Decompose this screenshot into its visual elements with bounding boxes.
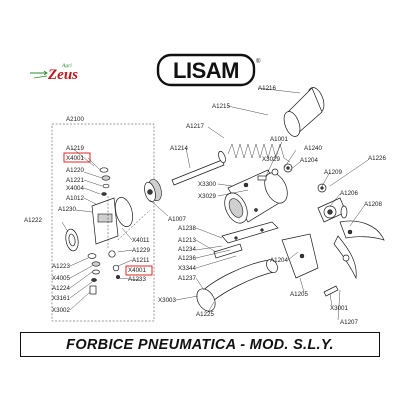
part-label: X3002: [52, 307, 70, 314]
part-label: A1234: [178, 246, 196, 253]
highlight-box: [63, 152, 91, 163]
part-label: A1204: [300, 157, 318, 164]
part-label: A1222: [24, 217, 42, 224]
part-label: A1237: [178, 275, 196, 282]
part-label: X4005: [52, 275, 70, 282]
part-label: X3161: [52, 295, 70, 302]
highlight-box: [125, 265, 153, 276]
part-label: A1213: [178, 237, 196, 244]
part-label: A1012: [66, 195, 84, 202]
part-label: A1204: [270, 257, 288, 264]
part-label: A1226: [368, 155, 386, 162]
part-label: A1215: [212, 103, 230, 110]
part-label: A1223: [52, 263, 70, 270]
zeus-arrow-icon: [30, 70, 48, 76]
lisam-logo-name: LISAM: [173, 58, 239, 83]
part-label: X4004: [66, 185, 84, 192]
part-label: X3029: [262, 156, 280, 163]
part-label: X4001: [128, 267, 146, 274]
lisam-logo-mark: ®: [256, 58, 261, 65]
part-label: A1205: [290, 291, 308, 298]
part-label: A1211: [132, 257, 150, 264]
spring-cylinder-assembly: [144, 87, 325, 203]
part-label: A1225: [196, 311, 214, 318]
part-label: A1207: [340, 319, 358, 326]
part-label: X4011: [132, 237, 150, 244]
part-label: A1206: [340, 190, 358, 197]
sub-assembly-box: [51, 123, 155, 322]
part-label: X4001: [66, 155, 84, 162]
diagram-title: FORBICE PNEUMATICA - MOD. S.L.Y.: [66, 336, 334, 353]
main-body-assembly: [196, 163, 319, 312]
part-label: X3344: [178, 265, 196, 272]
spring: [227, 143, 285, 159]
part-label: A1209: [324, 169, 342, 176]
part-label: A1229: [132, 247, 150, 254]
part-label: A1240: [304, 145, 322, 152]
part-label: X3003: [158, 297, 176, 304]
blade-assembly: [317, 183, 385, 297]
part-label: A1221: [66, 177, 84, 184]
part-label: A1214: [170, 145, 188, 152]
title-banner: FORBICE PNEUMATICA - MOD. S.L.Y.: [20, 332, 380, 357]
zeus-logo: Agri Zeus: [30, 63, 78, 83]
part-label: A2100: [66, 116, 84, 123]
part-label: A1238: [178, 225, 196, 232]
part-label: A1224: [52, 285, 70, 292]
part-label: A1208: [364, 201, 382, 208]
lisam-logo: LISAM ®: [156, 53, 261, 87]
part-label: A1217: [186, 123, 204, 130]
part-label: X3029: [198, 193, 216, 200]
part-label: A1001: [270, 136, 288, 143]
part-labels: A1216 A1215 A1217 A1214 A1001 A1240 X302…: [24, 85, 386, 326]
part-label: A1230: [58, 206, 76, 213]
part-label: A1233: [128, 276, 146, 283]
valve-sub-assembly: [65, 167, 151, 295]
part-label: A1236: [178, 255, 196, 262]
part-label: A1007: [168, 216, 186, 223]
part-label: A1220: [66, 167, 84, 174]
zeus-logo-top: Agri: [61, 63, 72, 69]
leader-lines: [61, 87, 369, 321]
zeus-logo-name: Zeus: [47, 67, 78, 83]
part-label: A1216: [258, 85, 276, 92]
zeus-arrow-icon: [33, 75, 48, 79]
part-label: A1219: [66, 145, 84, 152]
part-label: X3300: [198, 181, 216, 188]
part-label: X3001: [330, 305, 348, 312]
